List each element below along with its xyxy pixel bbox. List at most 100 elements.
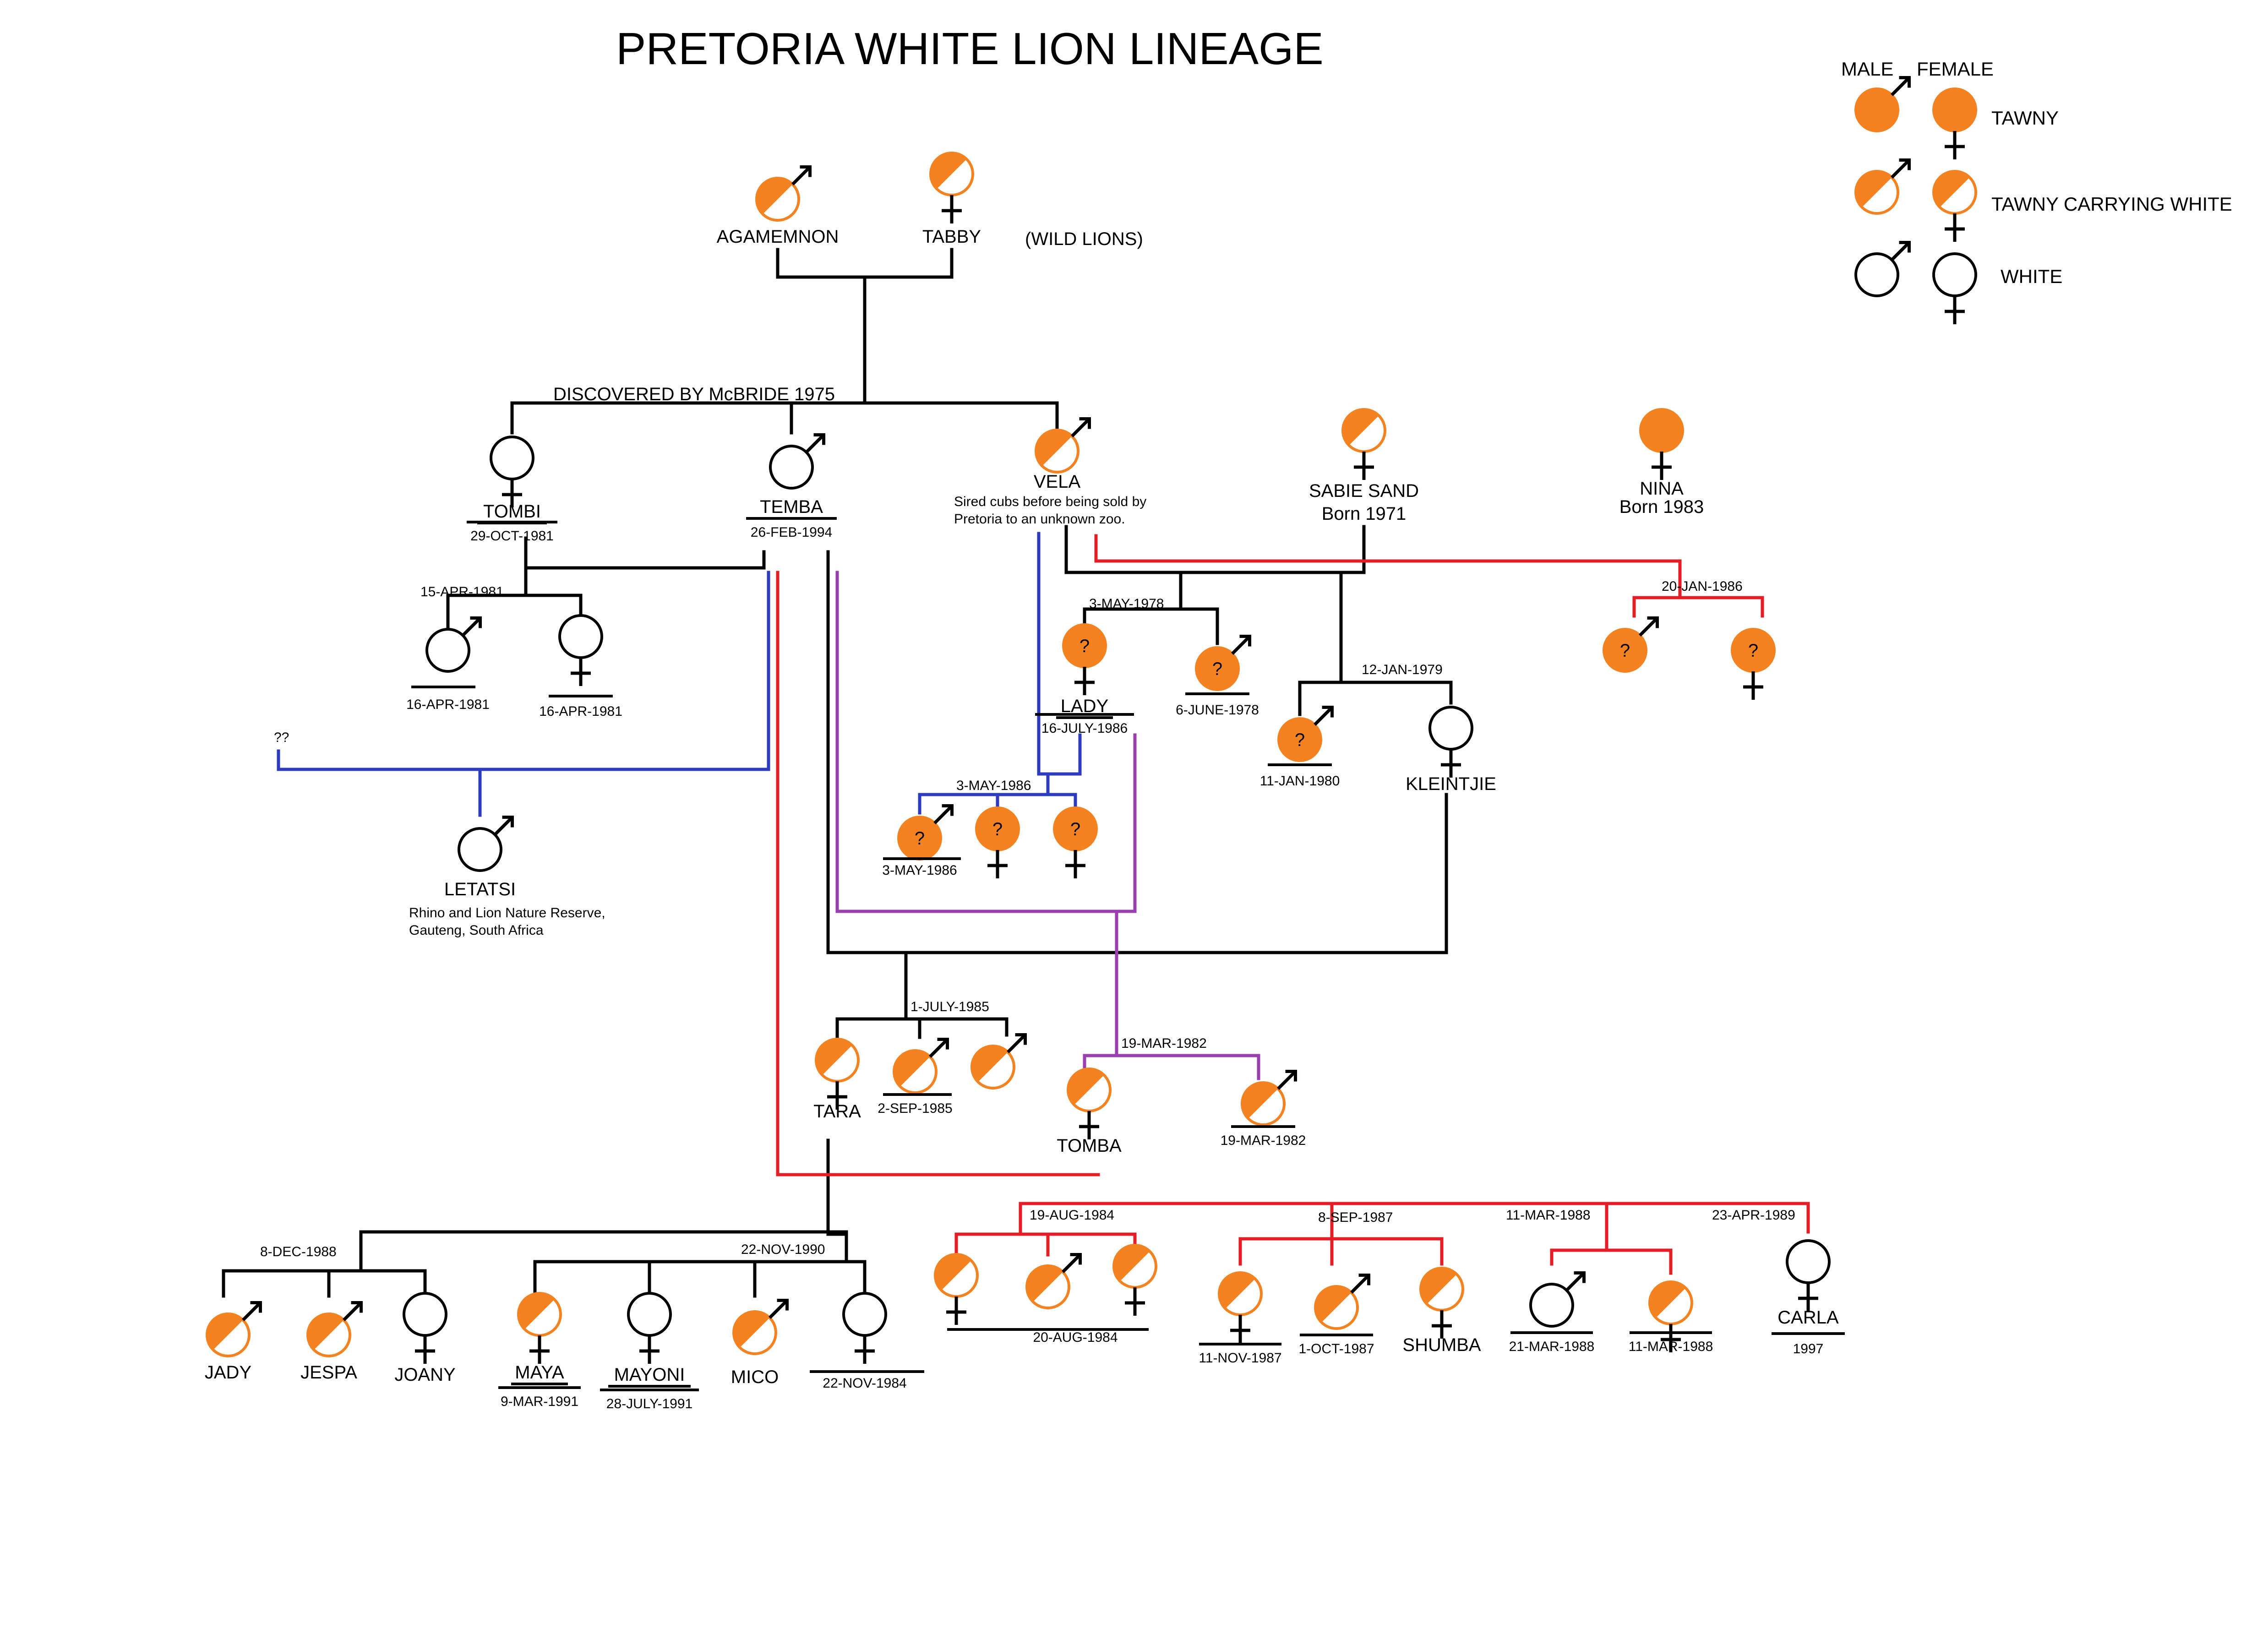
lady_cub2-symbol: ? — [975, 806, 1020, 878]
male-sign-icon — [1565, 1271, 1586, 1291]
unknown-coat-mark: ? — [992, 819, 1003, 839]
unknown-coat-mark: ? — [915, 828, 925, 849]
tomba_bro-date: 19-MAR-1982 — [1221, 1133, 1306, 1148]
pedigree-lines — [222, 248, 1810, 1298]
male-sign-icon — [1891, 76, 1911, 96]
kle_cub3-symbol — [970, 1033, 1027, 1089]
legend-female-carrier-symbol — [1932, 170, 1977, 242]
tawny-circle-icon — [1932, 87, 1977, 132]
white-circle-icon — [490, 436, 534, 480]
carrier-half-fill — [1027, 1266, 1063, 1302]
male-sign-icon — [462, 616, 482, 637]
male-sign-icon — [933, 804, 954, 824]
tawny-circle-icon — [1854, 87, 1899, 132]
white-circle-icon — [558, 614, 603, 659]
white-circle-icon — [842, 1292, 887, 1337]
jady-symbol: JADY — [205, 1301, 262, 1383]
unknown-coat-mark: ? — [1079, 636, 1090, 656]
purple-lines — [835, 571, 1260, 1080]
tombi_cub1-date: 16-APR-1981 — [406, 697, 490, 712]
white-circle-icon — [458, 827, 502, 872]
male-arrowhead — [1899, 76, 1911, 88]
carrier-half-fill — [207, 1314, 243, 1350]
legend-label-tawny: TAWNY — [1991, 107, 2059, 129]
vela-note: Sired cubs before being sold by — [954, 494, 1146, 509]
tombi-name: TOMBI — [483, 501, 541, 522]
male-sign-icon — [1007, 1033, 1027, 1053]
white-circle-icon — [1854, 252, 1899, 297]
kleintjie-name: KLEINTJIE — [1406, 774, 1496, 794]
litter-date: 22-NOV-1990 — [741, 1242, 825, 1257]
litter-date: 20-AUG-1984 — [1033, 1330, 1118, 1345]
tomba-name: TOMBA — [1057, 1136, 1122, 1156]
male-arrowhead — [1358, 1273, 1371, 1285]
maya-name: MAYA — [515, 1362, 564, 1383]
carrier-half-fill — [518, 1293, 555, 1329]
legend-label-carrier: TAWNY CARRYING WHITE — [1991, 193, 2232, 215]
male-arrowhead — [470, 616, 482, 628]
carrier-half-fill — [757, 178, 793, 214]
t87_2-symbol: 1-OCT-1987 — [1298, 1273, 1374, 1356]
male-sign-icon — [1639, 616, 1659, 637]
sabie_cub_1978-date: 6-JUNE-1978 — [1176, 703, 1259, 718]
t87_2-date: 1-OCT-1987 — [1298, 1341, 1374, 1356]
white-circle-icon — [1932, 252, 1977, 297]
letatsi-note: Rhino and Lion Nature Reserve, — [409, 905, 605, 920]
carrier-half-fill — [1114, 1245, 1150, 1281]
carrier-half-fill — [816, 1039, 852, 1075]
litter-date: 8-DEC-1988 — [260, 1244, 337, 1259]
legend-label-white: WHITE — [2001, 266, 2062, 287]
male-arrowhead — [813, 433, 826, 445]
male-arrowhead — [502, 815, 514, 828]
legend-female-tawny-symbol — [1932, 87, 1977, 159]
t88_2-date: 11-MAR-1988 — [1629, 1339, 1713, 1354]
legend-symbols — [1854, 76, 1977, 324]
male-sign-icon — [1314, 706, 1334, 726]
male-sign-icon — [1891, 158, 1911, 179]
male-sign-icon — [242, 1301, 262, 1321]
tawny-circle-icon — [1277, 717, 1322, 762]
sabie-symbol: SABIE SAND Born 1971 — [1309, 408, 1419, 524]
white-circle-icon — [769, 445, 814, 490]
unknown-coat-mark: ? — [1070, 819, 1080, 839]
carrier-half-fill — [1650, 1282, 1686, 1318]
carrier-half-fill — [1856, 171, 1892, 207]
joany-name: JOANY — [394, 1365, 455, 1385]
agamemnon-name: AGAMEMNON — [717, 227, 839, 247]
carrier-half-fill — [894, 1051, 930, 1087]
t87_1-symbol: 11-NOV-1987 — [1199, 1271, 1282, 1366]
sabie-born: Born 1971 — [1322, 504, 1407, 524]
carla-name: CARLA — [1777, 1307, 1839, 1328]
sabie_cub_1980-symbol: ?11-JAN-1980 — [1260, 705, 1340, 789]
tomba_bro-symbol: 19-MAR-1982 — [1221, 1069, 1306, 1148]
sabie-name: SABIE SAND — [1309, 481, 1419, 501]
litter-date: 23-APR-1989 — [1712, 1208, 1795, 1223]
male-sign-icon — [769, 1299, 789, 1319]
blue-lines — [277, 532, 1082, 817]
male-arrowhead — [1899, 240, 1911, 253]
kleintjie-symbol: KLEINTJIE — [1406, 706, 1496, 794]
male-arrowhead — [1015, 1033, 1027, 1045]
litter-date: 19-AUG-1984 — [1030, 1208, 1114, 1223]
litter-date: 11-MAR-1988 — [1506, 1208, 1591, 1223]
litter-date: 20-JAN-1986 — [1662, 579, 1743, 594]
t84_3-symbol — [1112, 1244, 1157, 1316]
carla-date: 1997 — [1793, 1341, 1824, 1356]
tombi_cub2-symbol: 16-APR-1981 — [539, 614, 622, 719]
t88_1-date: 21-MAR-1988 — [1509, 1339, 1595, 1354]
mayoni-name: MAYONI — [614, 1365, 685, 1385]
carrier-half-fill — [1219, 1273, 1255, 1309]
kle_cub2-symbol: 2-SEP-1985 — [878, 1037, 953, 1116]
nina_cub1-symbol: ? — [1603, 616, 1659, 673]
nina-name: NINA — [1640, 479, 1684, 499]
shumba-name: SHUMBA — [1402, 1335, 1481, 1355]
male-sign-icon — [1231, 635, 1251, 655]
litter-date: 3-MAY-1986 — [956, 778, 1031, 793]
jady-name: JADY — [205, 1362, 251, 1383]
